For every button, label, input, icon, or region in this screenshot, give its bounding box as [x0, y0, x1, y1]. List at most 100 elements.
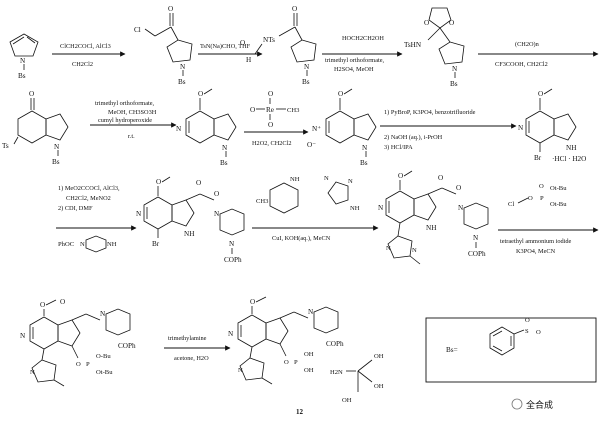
step8-reagent1: 1) MeO2CCOCl, AlCl3,	[58, 185, 120, 192]
step8-reagent2: 2) CDI, DMF	[58, 205, 93, 212]
atom-o: O	[449, 19, 454, 27]
atom-oh: OH	[304, 367, 314, 374]
atom-n: N	[228, 330, 234, 338]
atom-n: N	[458, 204, 464, 212]
step3-acid: H2SO4, MeOH	[334, 66, 374, 73]
atom-br: Br	[152, 240, 160, 248]
atom-nh: NH	[107, 241, 117, 248]
atom-o: O	[292, 5, 297, 13]
atom-oh: OH	[374, 383, 384, 390]
reagent-methyltriazole: N N NH	[324, 175, 360, 212]
bs-legend: Bs= S O O	[425, 317, 597, 383]
atom-nh: NH	[566, 144, 576, 152]
atom-o: O	[240, 39, 245, 47]
compound-methoxy-azaindole-bs: O N N Bs	[176, 88, 237, 167]
atom-oh: OH	[342, 397, 352, 404]
atom-cophe: COPh	[326, 340, 344, 348]
atom-nh: NH	[350, 205, 360, 212]
compound-formamide: O NTs H O N Bs	[240, 5, 317, 86]
atom-s: S	[525, 328, 529, 335]
atom-cl: Cl	[134, 26, 141, 34]
reagent-methyltrioxorhenium: O Re O CH3 O	[250, 90, 300, 129]
step6-reagent: H2O2, CH2Cl2	[252, 140, 292, 147]
atom-bs: Bs	[360, 159, 368, 167]
atom-n: N	[308, 308, 314, 316]
atom-bs: Bs	[220, 159, 228, 167]
atom-o: O	[528, 195, 533, 202]
step10-reagent: tetraethyl ammonium iodide	[500, 238, 572, 245]
reagent-diamine-ligand: NH CH3	[256, 176, 300, 214]
atom-obu2: Ot-Bu	[550, 201, 567, 208]
step10-base: K3PO4, MeCN	[516, 248, 556, 255]
step11-solvent: acetone, H2O	[174, 355, 209, 362]
atom-n: N	[54, 143, 60, 151]
atom-o: O	[250, 298, 255, 306]
atom-n-plus: N⁺	[312, 125, 321, 133]
atom-h: H	[246, 56, 251, 64]
atom-n: N	[136, 210, 142, 218]
atom-o: O	[536, 329, 541, 336]
atom-phoco: PhOC	[58, 241, 75, 248]
step7-reagent2: 2) NaOH (aq.), i-PrOH	[384, 134, 443, 141]
step5-temp: r.t.	[128, 133, 135, 140]
atom-n: N	[180, 63, 186, 71]
atom-n: N	[378, 204, 384, 212]
step3-reagent: HOCH2CH2OH	[342, 35, 384, 42]
step4-conditions: CF3COOH, CH2Cl2	[495, 61, 548, 68]
atom-o: O	[525, 317, 530, 324]
legend-label: Bs=	[446, 346, 458, 354]
atom-o: O	[424, 19, 429, 27]
atom-n: N	[80, 241, 85, 248]
step1-reagent: ClCH2COCl, AlCl3	[60, 43, 111, 50]
atom-o: O	[29, 90, 34, 98]
atom-o: O	[198, 90, 203, 98]
watermark-icon	[511, 398, 523, 410]
atom-n: N	[473, 234, 479, 242]
atom-ch3: CH3	[287, 107, 300, 114]
atom-nh: NH	[290, 176, 300, 183]
atom-cl: Cl	[508, 201, 514, 208]
atom-oh: OH	[374, 353, 384, 360]
atom-o: O	[284, 359, 289, 366]
atom-oh: OH	[304, 351, 314, 358]
salt-label: ·HCl · H2O	[552, 155, 586, 163]
atom-n: N	[348, 178, 353, 185]
atom-n: N	[214, 210, 220, 218]
atom-obu: Ot-Bu	[96, 369, 113, 376]
benzene-ring	[489, 326, 515, 356]
atom-bs: Bs	[450, 80, 458, 88]
atom-n: N	[386, 245, 391, 252]
atom-h2n: H2N	[330, 369, 343, 376]
atom-n: N	[229, 240, 235, 248]
atom-n: N	[452, 65, 458, 73]
step1-solvent: CH2Cl2	[72, 61, 93, 68]
atom-ts: Ts	[2, 142, 9, 150]
step11-reagent: trimethylamine	[168, 335, 207, 342]
step5-reagent1: trimethyl orthoformate,	[95, 100, 155, 107]
atom-o: O	[250, 106, 255, 114]
step9-reagent: CuI, KOH(aq.), MeCN	[272, 235, 331, 242]
reagent-benzoylpiperazine: PhOC N NH	[58, 235, 117, 253]
atom-o: O	[40, 301, 45, 309]
atom-tshn: TsHN	[404, 41, 422, 49]
atom-nh: NH	[184, 230, 194, 238]
atom-cophe: COPh	[224, 256, 242, 264]
atom-bs: Bs	[178, 78, 186, 86]
atom-obu: O-Bu	[96, 353, 111, 360]
compound-number: 12	[296, 408, 304, 416]
atom-bs: Bs	[302, 78, 310, 86]
compound-phosphate-ester: O O N N O P O-Bu Ot-Bu N COPh	[20, 298, 136, 387]
step7-reagent1: 1) PyBroP, K3PO4, benzotrifluoride	[384, 109, 476, 116]
atom-n: N	[20, 332, 26, 340]
watermark: 全合成	[511, 398, 553, 410]
atom-p: P	[86, 361, 90, 368]
compound-triazole-ketoamide: O N N N NH O O N N COPh	[378, 170, 489, 265]
atom-p: P	[294, 359, 298, 366]
step5-oxidant: cumyl hydroperoxide	[98, 117, 152, 124]
atom-o: O	[538, 90, 543, 98]
atom-cophe: COPh	[468, 250, 486, 258]
compound-12-fostemsavir: O N N O P OH OH N COPh H2N OH OH OH	[228, 296, 384, 404]
compound-chloroacetyl-pyrrole: O Cl N Bs	[134, 5, 193, 86]
atom-n: N	[518, 124, 524, 132]
